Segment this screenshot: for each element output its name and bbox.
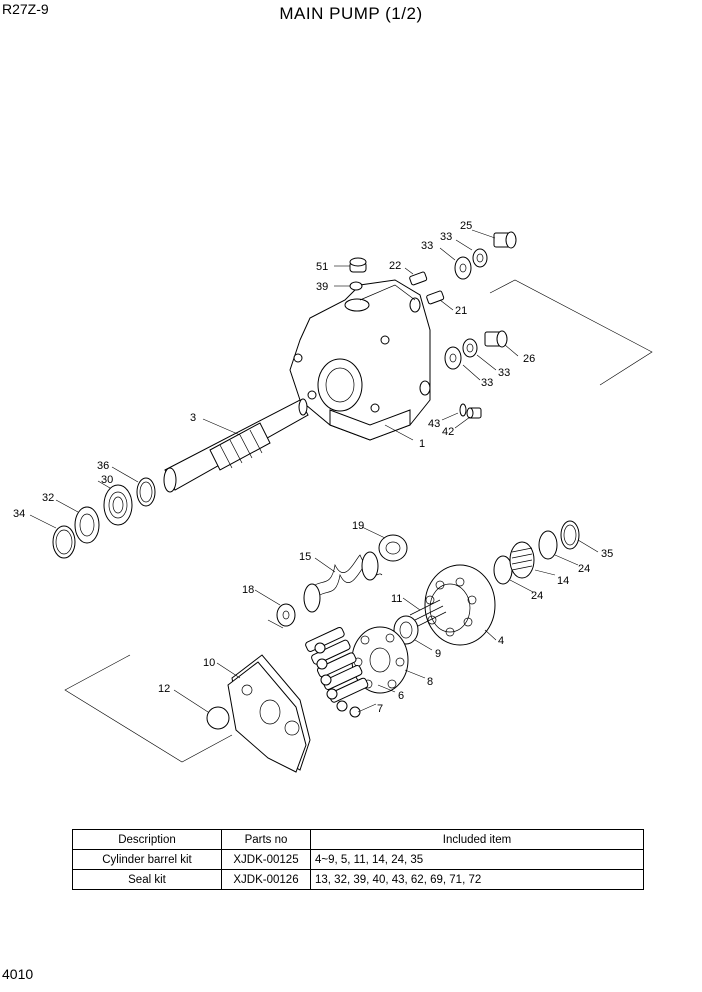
washer-33-c (444, 346, 462, 370)
callout-14: 14 (557, 575, 569, 587)
callout-19: 19 (352, 520, 364, 532)
callout-12: 12 (158, 683, 170, 695)
callout-30: 30 (101, 474, 113, 486)
callout-11: 11 (391, 593, 402, 605)
page-number: 4010 (2, 966, 34, 982)
plug-51 (349, 257, 367, 273)
callout-26: 26 (523, 353, 535, 365)
washer-33-b (472, 248, 488, 268)
o-ring-39 (349, 281, 363, 291)
piston-assembly (305, 626, 369, 718)
cell-included-item: 4~9, 5, 11, 14, 24, 35 (310, 849, 644, 870)
callout-33-b: 33 (421, 240, 433, 252)
washer-33-d (462, 338, 478, 358)
callout-36: 36 (97, 460, 109, 472)
header-parts-no: Parts no (221, 829, 311, 850)
callout-21: 21 (455, 305, 467, 317)
cell-parts-no: XJDK-00125 (221, 849, 311, 870)
callout-4: 4 (498, 635, 504, 647)
table-header-row: Description Parts no Included item (72, 829, 644, 850)
callout-15: 15 (299, 551, 311, 563)
cell-parts-no: XJDK-00126 (221, 869, 311, 890)
callout-33-c: 33 (481, 377, 493, 389)
spring-15 (303, 551, 383, 613)
cell-description: Seal kit (72, 869, 222, 890)
callout-51: 51 (316, 261, 328, 273)
swash-plate-10 (227, 654, 311, 773)
spring-seat-19 (378, 534, 408, 562)
callout-33-a: 33 (440, 231, 452, 243)
page-title: MAIN PUMP (1/2) (279, 4, 423, 23)
washer-33-a (454, 256, 472, 280)
callout-18: 18 (242, 584, 254, 596)
callout-34: 34 (13, 508, 25, 520)
callout-32: 32 (42, 492, 54, 504)
plug-21 (426, 290, 445, 305)
callout-numbers: 1 3 4 6 7 8 9 10 11 12 14 15 18 19 21 22… (13, 220, 613, 715)
reference-frame-upper (489, 279, 653, 386)
callout-9: 9 (435, 648, 441, 660)
reference-frame-lower (64, 619, 284, 763)
oil-seal-32 (74, 506, 100, 544)
kit-table: Description Parts no Included item Cylin… (72, 829, 644, 890)
washer-18 (276, 603, 296, 627)
o-ring-43 (459, 403, 467, 417)
pump-housing (289, 279, 431, 441)
cell-included-item: 13, 32, 39, 40, 43, 62, 69, 71, 72 (310, 869, 644, 890)
callout-43: 43 (428, 418, 440, 430)
callout-3: 3 (190, 412, 196, 424)
table-row: Cylinder barrel kit XJDK-00125 4~9, 5, 1… (72, 849, 644, 870)
bearing-30 (103, 484, 133, 526)
callout-35: 35 (601, 548, 613, 560)
callout-25: 25 (460, 220, 472, 232)
exploded-parts-diagram: 1 3 4 6 7 8 9 10 11 12 14 15 18 19 21 22… (13, 220, 653, 773)
header-included-item: Included item (310, 829, 644, 850)
callout-1: 1 (419, 438, 425, 450)
callout-24-b: 24 (578, 563, 590, 575)
washer-24-a (493, 555, 513, 585)
table-row: Seal kit XJDK-00126 13, 32, 39, 40, 43, … (72, 869, 644, 890)
spring-14 (509, 541, 535, 579)
cell-description: Cylinder barrel kit (72, 849, 222, 870)
callout-6: 6 (398, 690, 404, 702)
snap-ring-34 (52, 525, 76, 559)
callout-10: 10 (203, 657, 215, 669)
callout-8: 8 (427, 676, 433, 688)
cylinder-barrel (424, 564, 496, 646)
callout-33-d: 33 (498, 367, 510, 379)
ball-12 (206, 706, 230, 730)
drive-shaft (163, 398, 309, 493)
callout-7: 7 (377, 703, 383, 715)
plug-26 (484, 330, 508, 348)
plug-25 (493, 231, 517, 249)
leader-lines (29, 229, 599, 713)
callout-22: 22 (389, 260, 401, 272)
pins-11 (409, 599, 447, 628)
plug-22 (409, 271, 428, 286)
callout-39: 39 (316, 281, 328, 293)
model-code: R27Z-9 (2, 1, 49, 17)
header-description: Description (72, 829, 222, 850)
callout-42: 42 (442, 426, 454, 438)
washer-24-b (538, 530, 558, 560)
callout-24-a: 24 (531, 590, 543, 602)
plug-42 (466, 407, 482, 419)
